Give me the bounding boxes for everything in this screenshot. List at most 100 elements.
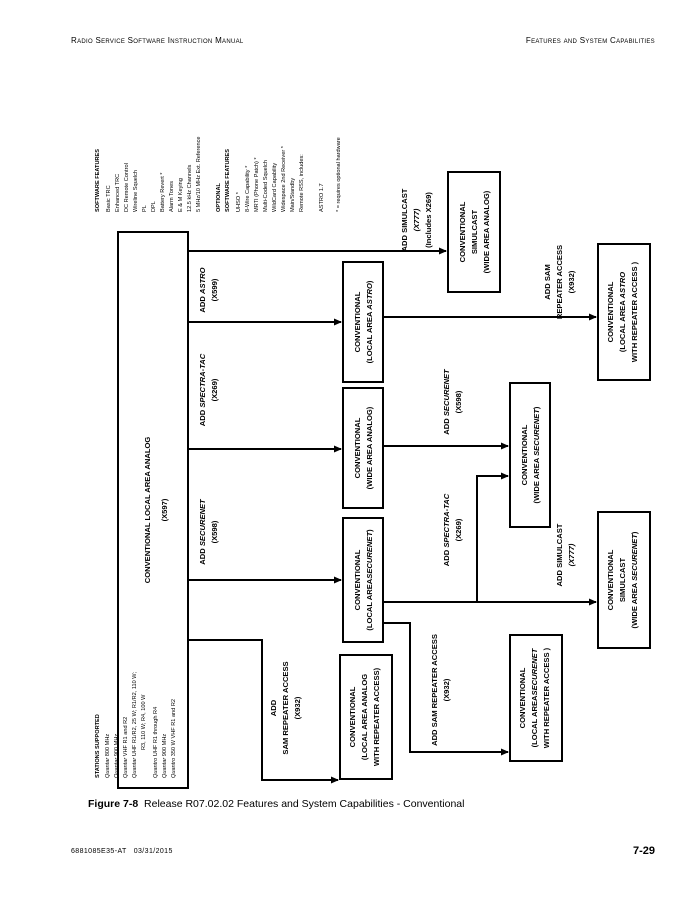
local-analog-repeater-line3: WITH REPEATER ACCESS) <box>372 667 381 766</box>
simulcast-analog-line3: (WIDE AREA ANALOG) <box>482 190 491 273</box>
figure-caption: Figure 7-8 Release R07.02.02 Features an… <box>88 798 464 810</box>
arrow-to-local-securenet-repeater <box>383 622 509 756</box>
add-spectra-tac-line1: ADD SPECTRA-TAC <box>198 353 207 426</box>
box-local-securenet-repeater <box>509 634 563 762</box>
remote-rss-sub-item: ASTRO 1.7 <box>319 183 325 212</box>
optional-item: 8-Wire Capability * <box>245 165 251 212</box>
local-securenet-repeater-line2: (LOCAL AREASECURENET <box>530 647 539 747</box>
optional-subtitle: SOFTWARE FEATURES <box>225 149 231 212</box>
local-astro-label: CONVENTIONAL (LOCAL AREA ASTRO) <box>353 280 374 363</box>
station-item: Quantar UHF R1/R2, 25 W; R1/R2, 110 W; <box>132 672 138 778</box>
label-add-securenet-main: ADD SECURENET (X598) <box>198 498 219 565</box>
document-footer: 6881085E35-AT 03/31/2015 <box>71 848 173 855</box>
box-astro-repeater <box>597 243 651 381</box>
wide-analog-line1: CONVENTIONAL <box>353 417 362 478</box>
add-simulcast-top-line2: (X777) <box>412 208 421 231</box>
add-sam-astro-line2: REPEATER ACCESS <box>555 245 564 319</box>
wide-analog-line2: (WIDE AREA ANALOG) <box>365 406 374 489</box>
local-securenet-line1: CONVENTIONAL <box>353 549 362 610</box>
optional-title: OPTIONAL <box>216 183 222 212</box>
running-header-right: Features and System Capabilities <box>525 36 655 45</box>
local-securenet-label: CONVENTIONAL (LOCAL AREASECURENET) <box>353 529 374 631</box>
optional-item: Widespace 2nd Receiver * <box>281 145 287 212</box>
add-sam-main-line1: ADD <box>269 699 278 716</box>
feature-item: Alarm Tones <box>169 181 175 212</box>
add-spectra-tac-wide-line1: ADD SPECTRA-TAC <box>442 493 451 566</box>
wide-securenet-line1: CONVENTIONAL <box>520 424 529 485</box>
simulcast-securenet-line2: SIMULCAST <box>618 557 627 602</box>
add-spectra-tac-code: (X269) <box>210 378 219 401</box>
station-item: R3, 110 W; R4, 100 W <box>141 694 147 750</box>
local-analog-repeater-label: CONVENTIONAL (LOCAL AREA ANALOG WITH REP… <box>348 667 381 766</box>
label-add-spectra-tac-wide: ADD SPECTRA-TAC (X269) <box>442 493 463 566</box>
add-sam-main-line2: SAM REPEATER ACCESS <box>281 661 290 754</box>
add-astro-code: (X599) <box>210 278 219 301</box>
feature-item: Battery Revert * <box>160 172 166 212</box>
main-analog-title: CONVENTIONAL LOCAL AREA ANALOG <box>143 437 152 584</box>
simulcast-securenet-label: CONVENTIONAL SIMULCAST (WIDE AREA SECURE… <box>606 531 639 628</box>
optional-hardware-note: * = requires optional hardware <box>336 137 342 212</box>
stations-title: STATIONS SUPPORTED <box>95 714 101 778</box>
arrow-to-local-analog-repeater <box>188 639 339 784</box>
software-features-list: SOFTWARE FEATURES Basic TRC Enhanced TRC… <box>95 136 342 212</box>
local-securenet-repeater-label: CONVENTIONAL (LOCAL AREASECURENET WITH R… <box>518 647 551 748</box>
feature-item: PL <box>142 205 148 212</box>
add-securenet-wide-line1: ADD SECURENET <box>442 368 451 435</box>
feature-item: 5 MHz/10 MHz Ext. Reference <box>196 136 202 212</box>
simulcast-analog-label: CONVENTIONAL SIMULCAST (WIDE AREA ANALOG… <box>458 190 491 273</box>
optional-item: MRTI (Phone Patch) * <box>254 157 260 212</box>
box-simulcast-analog <box>447 171 501 293</box>
add-sam-secure-line2: (X932) <box>442 678 451 701</box>
add-sam-main-line3: (X932) <box>293 696 302 719</box>
station-item: Quantar 900 MHz <box>114 734 120 778</box>
box-wide-analog <box>342 387 384 509</box>
feature-item: Basic TRC <box>106 185 112 212</box>
local-astro-line2: (LOCAL AREA ASTRO) <box>365 280 374 363</box>
label-add-spectra-tac: ADD SPECTRA-TAC (X269) <box>198 353 219 426</box>
station-item: Quantar 800 MHz <box>105 734 111 778</box>
box-local-securenet <box>342 517 384 643</box>
station-item: Quantar VHF R1 and R2 <box>123 717 129 778</box>
local-securenet-line2: (LOCAL AREASECURENET) <box>365 529 374 631</box>
feature-item: Enhanced TRC <box>115 174 121 212</box>
add-astro-line1: ADD ASTRO <box>198 267 207 312</box>
local-securenet-repeater-line1: CONVENTIONAL <box>518 667 527 728</box>
local-astro-line1: CONVENTIONAL <box>353 291 362 352</box>
label-add-securenet-wide: ADD SECURENET (X598) <box>442 368 463 435</box>
box-local-analog-repeater <box>339 654 393 780</box>
wide-securenet-line2: (WIDE AREA SECURENET) <box>532 406 541 503</box>
feature-item: DPL <box>151 201 157 212</box>
label-add-astro: ADD ASTRO (X599) <box>198 267 219 312</box>
label-add-sam-main: ADD SAM REPEATER ACCESS (X932) <box>269 661 302 754</box>
document-number: 6881085E35-AT <box>71 848 127 855</box>
add-sam-astro-line1: ADD SAM <box>543 264 552 299</box>
astro-repeater-label: CONVENTIONAL (LOCAL AREA ASTRO WITH REPE… <box>606 261 639 362</box>
optional-item: Multi-Coded Squelch <box>263 160 269 212</box>
running-header-left: Radio Service Software Instruction Manua… <box>71 36 244 45</box>
label-add-sam-astro: ADD SAM REPEATER ACCESS (X932) <box>543 245 576 319</box>
add-simulcast-top-line1: ADD SIMULCAST <box>400 188 409 251</box>
station-item: Quantro UHF R1 through R4 <box>153 707 159 778</box>
label-add-simulcast-secure: ADD SIMULCAST (X777) <box>555 523 576 586</box>
page-number: 7-29 <box>632 845 655 857</box>
wide-analog-label: CONVENTIONAL (WIDE AREA ANALOG) <box>353 406 374 489</box>
station-item: Quantar 900 MHz <box>162 734 168 778</box>
main-analog-code: (X597) <box>160 498 169 521</box>
simulcast-securenet-line3: (WIDE AREA SECURENET) <box>630 531 639 628</box>
add-sam-secure-line1: ADD SAM REPEATER ACCESS <box>430 634 439 746</box>
add-securenet-wide-code: (X598) <box>454 390 463 413</box>
feature-item: Wireline Squelch <box>133 170 139 212</box>
wide-securenet-label: CONVENTIONAL (WIDE AREA SECURENET) <box>520 406 541 503</box>
add-simulcast-secure-line2: (X777) <box>567 543 576 566</box>
add-securenet-main-line1: ADD SECURENET <box>198 498 207 565</box>
feature-item: DC Remote Control <box>124 163 130 212</box>
add-spectra-tac-wide-code: (X269) <box>454 518 463 541</box>
astro-repeater-line3: WITH REPEATER ACCESS ) <box>630 261 639 362</box>
optional-item: Main/Standby <box>290 178 296 212</box>
simulcast-analog-line1: CONVENTIONAL <box>458 201 467 262</box>
station-item: Quantro 350 W VHF R1 and R2 <box>171 699 177 778</box>
label-add-simulcast-top: ADD SIMULCAST (X777) (Includes X269) <box>400 188 433 251</box>
box-simulcast-securenet <box>597 511 651 649</box>
astro-repeater-line1: CONVENTIONAL <box>606 281 615 342</box>
label-add-sam-secure: ADD SAM REPEATER ACCESS (X932) <box>430 634 451 746</box>
